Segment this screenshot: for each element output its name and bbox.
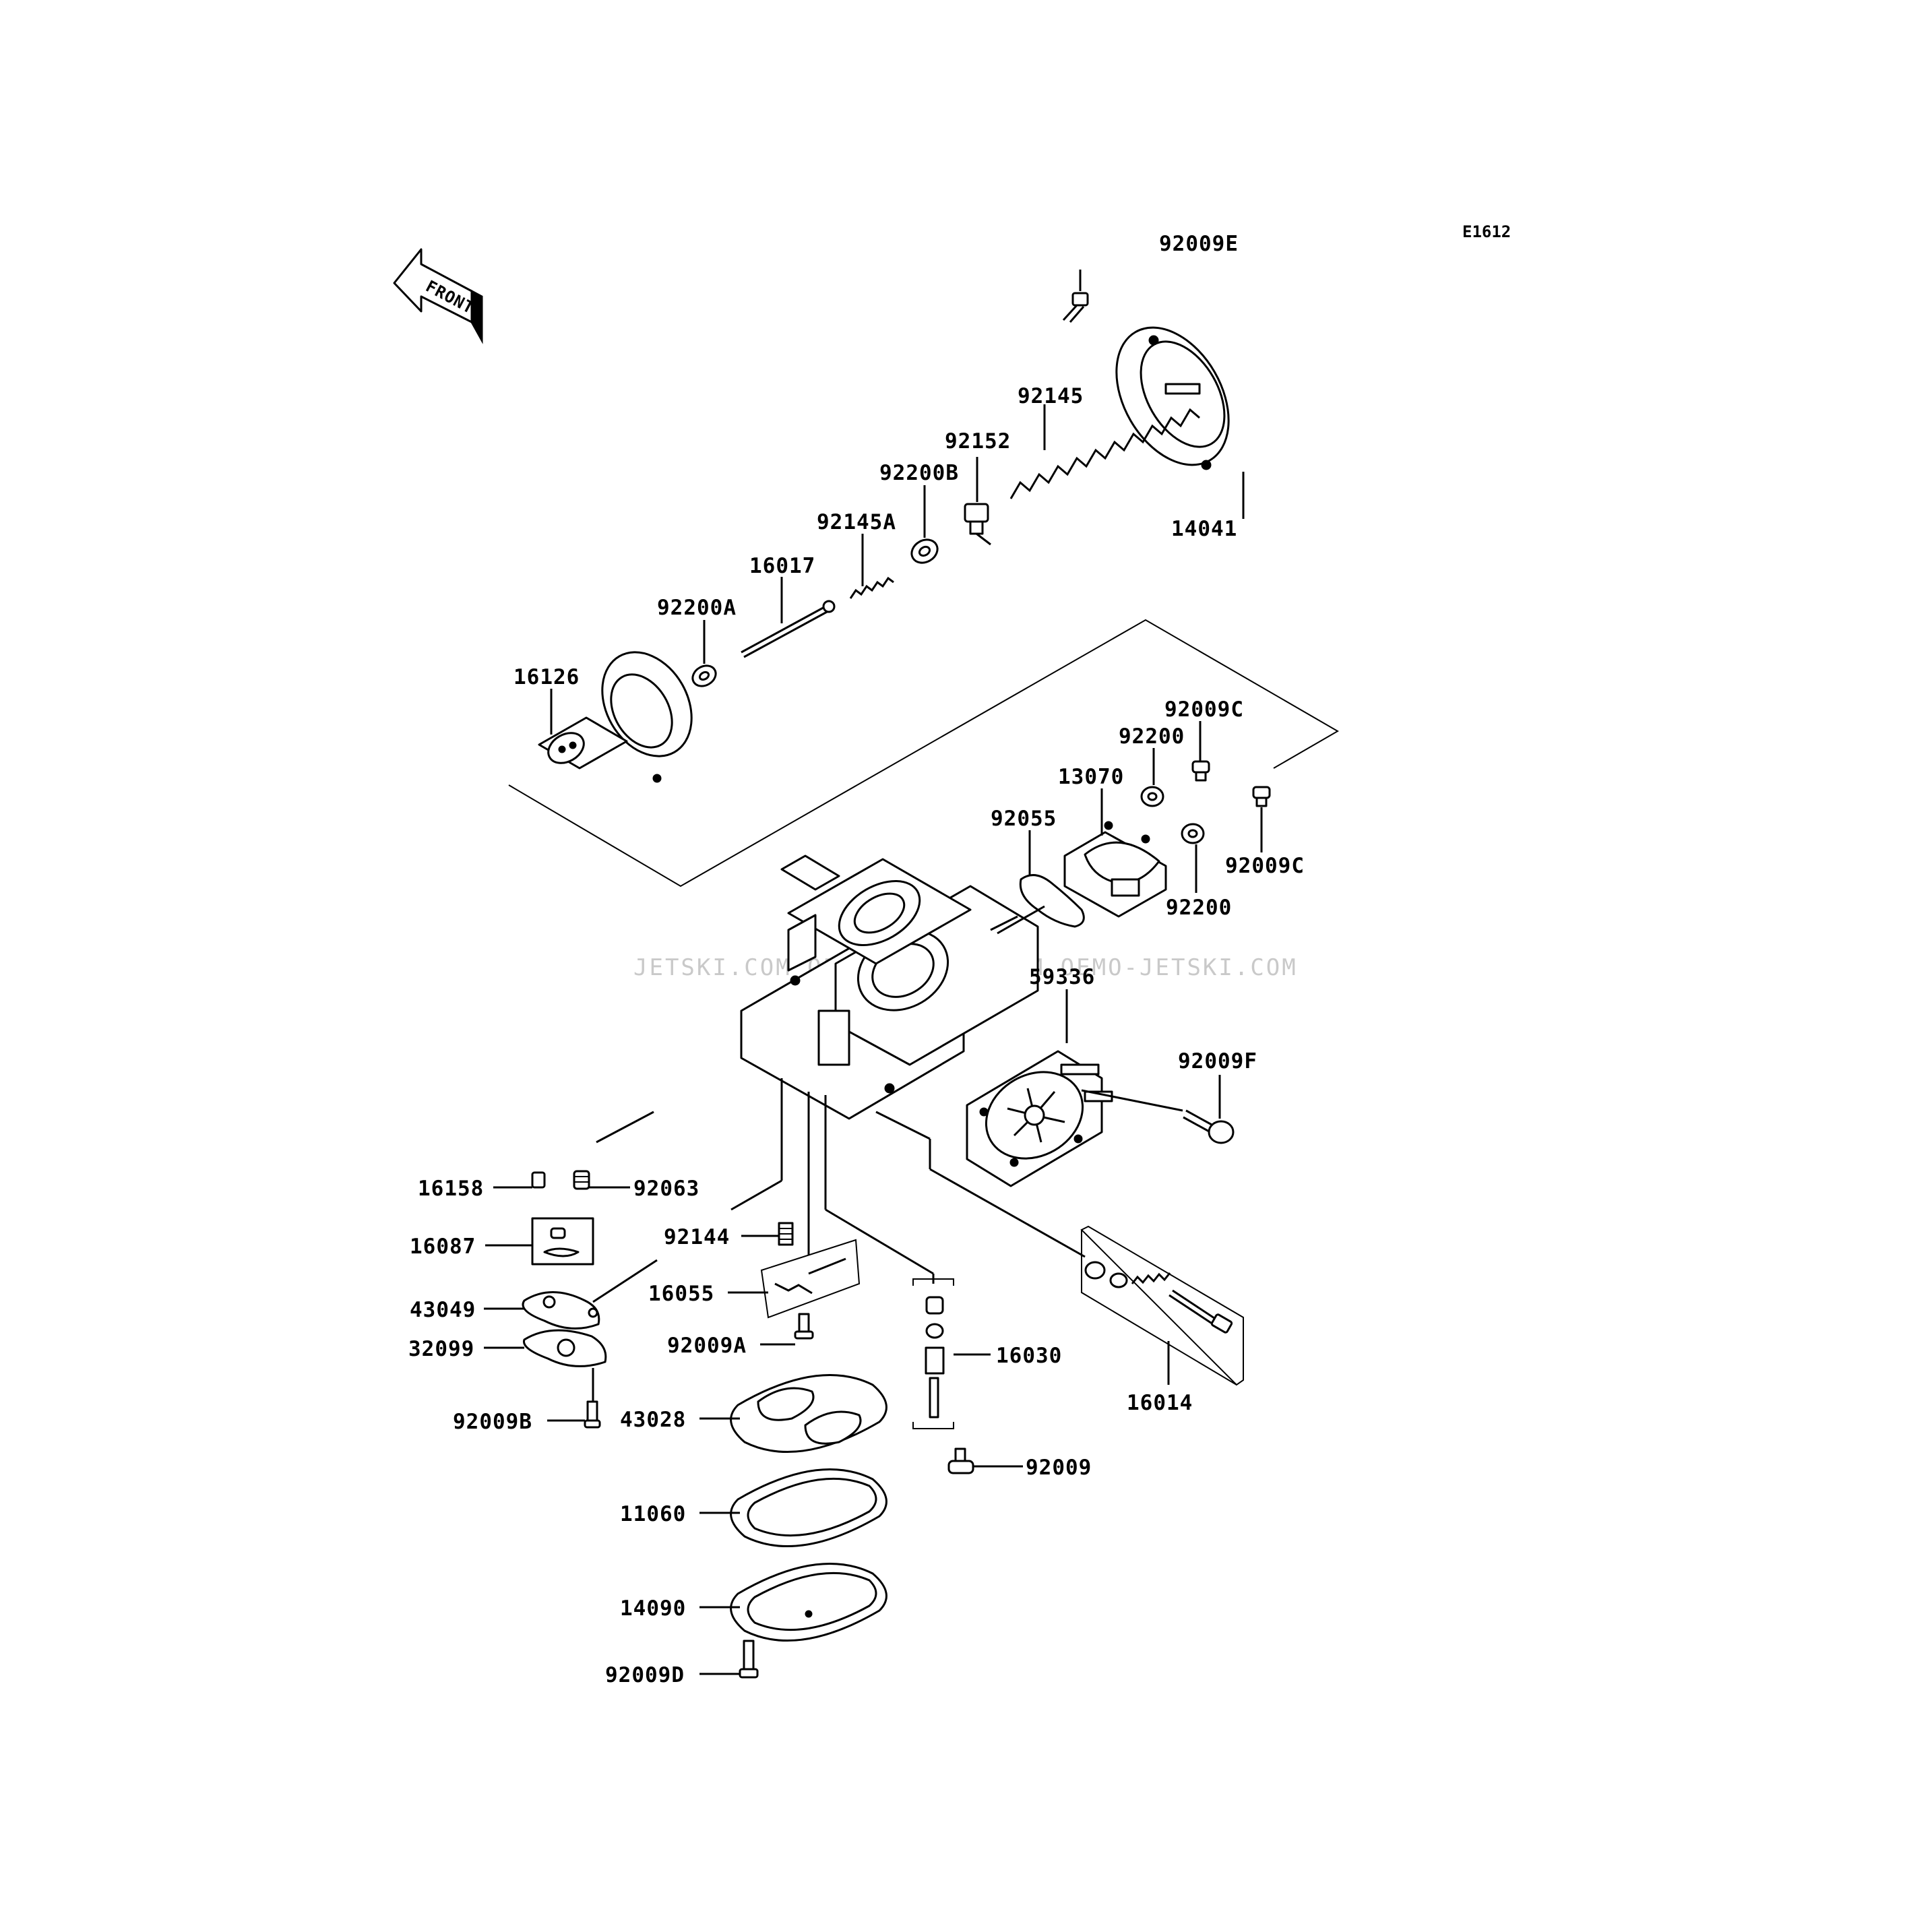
label-92009B: 92009B [453, 1410, 532, 1434]
label-32099: 32099 [408, 1337, 474, 1361]
label-92009C-bottom: 92009C [1225, 854, 1305, 878]
screw-92009C-left [1191, 760, 1210, 782]
needle-16017 [741, 600, 836, 658]
label-16055: 16055 [648, 1282, 714, 1306]
label-16014: 16014 [1127, 1391, 1193, 1415]
part-labels: 92009E 92145 92152 92200B 92145A 16017 9… [408, 232, 1305, 1687]
screw-92009C-right [1252, 786, 1271, 807]
label-43028: 43028 [620, 1408, 686, 1432]
label-92145: 92145 [1018, 384, 1084, 408]
gasket-43049 [522, 1291, 600, 1330]
front-arrow-icon: FRONT [393, 248, 483, 344]
cover-14090 [730, 1563, 887, 1642]
carburetor-body [740, 854, 1039, 1120]
jet-92063 [573, 1170, 590, 1190]
lever-16055 [760, 1239, 861, 1319]
spring-92145A [849, 576, 894, 599]
diaphragm-16126 [538, 651, 693, 783]
label-92009A: 92009A [667, 1334, 747, 1358]
fuel-pump-59336 [966, 1050, 1113, 1187]
gasket-11060 [730, 1468, 887, 1547]
washer-92200-upper [1140, 786, 1164, 807]
diagram-code: E1612 [1462, 222, 1511, 241]
label-92009F: 92009F [1178, 1049, 1257, 1073]
cover-14041 [1115, 326, 1230, 470]
spring-92144 [778, 1222, 794, 1246]
screw-92009A [794, 1313, 814, 1340]
screw-92009D [739, 1640, 759, 1679]
spring-92145 [1009, 408, 1200, 499]
washer-92200-lower [1181, 823, 1205, 844]
washer-92200B [910, 538, 939, 564]
label-16017: 16017 [749, 554, 815, 578]
label-92055: 92055 [991, 807, 1057, 831]
label-92152: 92152 [945, 429, 1011, 454]
bolt-92009E [1062, 292, 1089, 323]
label-92200B: 92200B [879, 461, 959, 485]
reference-frame [508, 619, 1339, 887]
label-92009C-top: 92009C [1164, 697, 1244, 722]
pilot-screw-kit-16014 [1080, 1225, 1244, 1386]
label-16030: 16030 [996, 1344, 1062, 1368]
label-16158: 16158 [418, 1177, 484, 1201]
label-92063: 92063 [633, 1177, 699, 1201]
diaphragm-43028 [730, 1374, 887, 1453]
bolt-92009F [1183, 1109, 1235, 1144]
label-14041: 14041 [1171, 517, 1237, 541]
screw-92009 [947, 1447, 974, 1474]
label-92009D: 92009D [605, 1663, 685, 1687]
label-92009E: 92009E [1159, 232, 1239, 256]
leader-lines [484, 270, 1263, 1675]
label-92144: 92144 [664, 1225, 730, 1249]
gasket-92055 [1019, 874, 1085, 928]
label-14090: 14090 [620, 1596, 686, 1621]
valve-kit-16030 [912, 1278, 954, 1429]
label-16087: 16087 [410, 1235, 476, 1259]
kit-16087 [531, 1217, 594, 1266]
label-92200-bottom: 92200 [1166, 896, 1232, 920]
label-92200A: 92200A [657, 596, 737, 620]
label-11060: 11060 [620, 1502, 686, 1526]
label-16126: 16126 [513, 665, 580, 689]
label-92200-top: 92200 [1119, 724, 1185, 749]
label-92009: 92009 [1026, 1456, 1092, 1480]
label-92145A: 92145A [817, 510, 896, 534]
label-13070: 13070 [1058, 765, 1124, 789]
jet-16158 [531, 1171, 546, 1189]
washer-92200A [691, 664, 717, 687]
cover-32099 [522, 1329, 607, 1367]
bracket-13070 [1063, 821, 1167, 918]
label-59336: 59336 [1029, 965, 1095, 989]
fitting-92152 [964, 503, 991, 546]
screw-92009B [584, 1400, 601, 1429]
label-43049: 43049 [410, 1298, 476, 1322]
